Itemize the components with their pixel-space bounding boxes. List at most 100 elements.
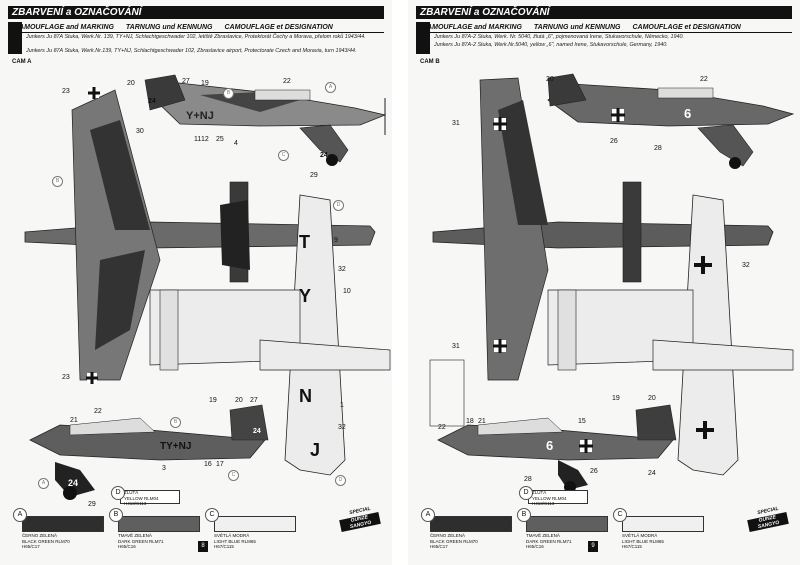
legend-a-en: BLACK GREEN RLM70: [430, 538, 478, 544]
subtitle-en: CAMOUFLAGE and MARKING: [422, 24, 522, 31]
legend-c-en: LIGHT BLUE RLM65: [214, 538, 256, 544]
underside-letter-t: T: [299, 232, 310, 252]
color-marker-d: D: [335, 475, 346, 486]
callout: 21: [70, 417, 78, 424]
callout: 22: [94, 408, 102, 415]
legend-c-code: H67/C115: [214, 544, 234, 549]
legend-yellow-en: YELLOW RLM04: [532, 495, 567, 501]
callout: 24: [148, 98, 156, 105]
underside-letter-n: N: [299, 386, 312, 406]
callout: 21: [478, 418, 486, 425]
callout: 29: [310, 172, 318, 179]
callout: 31: [452, 120, 460, 127]
subtitle-de: TARNUNG und KENNUNG: [125, 24, 213, 31]
legend-a-swatch: [430, 516, 512, 532]
legend-b-cz: TMAVĚ ZELENÁ: [118, 533, 152, 538]
legend-b-swatch: [118, 516, 200, 532]
callout: 11: [194, 136, 202, 143]
subtitle-en: CAMOUFLAGE and MARKING: [14, 24, 114, 31]
underside-letter-j: J: [310, 440, 321, 460]
callout: 32: [338, 424, 346, 431]
legend-a-letter: A: [421, 508, 435, 522]
callout: 28: [654, 145, 662, 152]
color-marker-c: C: [278, 150, 289, 161]
legend-a-cz: ČERNO ZELENÁ: [22, 533, 58, 538]
description-en: Junkers Ju 87A-2 Stuka, Werk.Nr.5040, ye…: [434, 42, 668, 48]
aircraft-drawings: [429, 73, 795, 493]
callout: 15: [578, 418, 586, 425]
legend-a-en: BLACK GREEN RLM70: [22, 538, 70, 544]
legend-b-swatch: [526, 516, 608, 532]
side-code-top: Y+NJ: [186, 110, 214, 122]
plan-view-upper: [24, 87, 376, 384]
legend-yellow-code: H413/C113: [532, 501, 555, 506]
callout: 31: [452, 343, 460, 350]
page-title: ZBARVENÍ a OZNAČOVÁNÍ: [416, 6, 792, 19]
page-title: ZBARVENÍ a OZNAČOVÁNÍ: [8, 6, 384, 19]
legend-b-en: DARK GREEN RLM71: [118, 538, 164, 544]
callout: 20: [648, 395, 656, 402]
legend-yellow-cz: ŽLUTÁ: [532, 490, 547, 495]
legend-c-cz: SVĚTLÁ MODRÁ: [214, 533, 250, 538]
legend-a-code: H65/C17: [22, 544, 40, 549]
callout: 27: [250, 397, 258, 404]
legend-yellow: D ŽLUTÁ YELLOW RLM04 H413/C113: [111, 486, 200, 506]
callout: 20: [127, 80, 135, 87]
gunze-logo: SPECIAL GUNZE SANGYO: [339, 506, 381, 538]
callout: 16: [204, 461, 212, 468]
subtitle-fr: CAMOUFLAGE et DESIGNATION: [632, 24, 741, 31]
callout: 1: [340, 402, 344, 409]
legend-a-cz: ČERNO ZELENÁ: [430, 533, 466, 538]
callout: 22: [283, 78, 291, 85]
callout: 19: [612, 395, 620, 402]
color-marker-c: C: [228, 470, 239, 481]
legend-a-letter: A: [13, 508, 27, 522]
callout: 10: [343, 288, 351, 295]
camouflage-label: CAM A: [12, 59, 32, 65]
side-view-top: [547, 73, 795, 169]
callout: 24: [320, 152, 328, 159]
side-number-bottom: 6: [546, 438, 554, 453]
color-marker-a: A: [38, 478, 49, 489]
callout: 26: [610, 138, 618, 145]
legend-b-en: DARK GREEN RLM71: [526, 538, 572, 544]
callout: 23: [62, 374, 70, 381]
callout: 4: [234, 140, 238, 147]
legend-c-code: H67/C115: [622, 544, 642, 549]
callout: 26: [590, 468, 598, 475]
legend-c-swatch: [622, 516, 704, 532]
left-page: ZBARVENÍ a OZNAČOVÁNÍ CAMOUFLAGE and MAR…: [0, 0, 392, 565]
callout: 19: [201, 80, 209, 87]
page-number: 8: [198, 541, 208, 552]
legend-b-cz: TMAVĚ ZELENÁ: [526, 533, 560, 538]
plan-view-underside: [429, 194, 794, 476]
legend-b-letter: B: [109, 508, 123, 522]
side-view-bottom: [437, 404, 677, 493]
callout: 24: [648, 470, 656, 477]
legend-b-code: H65/C16: [526, 544, 544, 549]
color-marker-d: D: [333, 200, 344, 211]
callout: 23: [62, 88, 70, 95]
callout: 29: [88, 501, 96, 508]
callout: 20: [546, 76, 554, 83]
callout: 32: [742, 262, 750, 269]
color-marker-a: A: [325, 82, 336, 93]
legend-c-cz: SVĚTLÁ MODRÁ: [622, 533, 658, 538]
description-cz: Junkers Ju 87A-2 Stuka, Werk. Nr. 5040, …: [434, 34, 685, 40]
callout: 25: [216, 136, 224, 143]
callout: 19: [209, 397, 217, 404]
callout: 20: [235, 397, 243, 404]
page-number: 9: [588, 541, 598, 552]
legend-yellow-en: YELLOW RLM04: [124, 495, 159, 501]
callout: 30: [136, 128, 144, 135]
right-page: ZBARVENÍ a OZNAČOVÁNÍ CAMOUFLAGE and MAR…: [408, 0, 800, 565]
side-view-top: [144, 74, 387, 166]
legend-yellow-letter: D: [519, 486, 533, 500]
page-gutter: [392, 0, 408, 565]
